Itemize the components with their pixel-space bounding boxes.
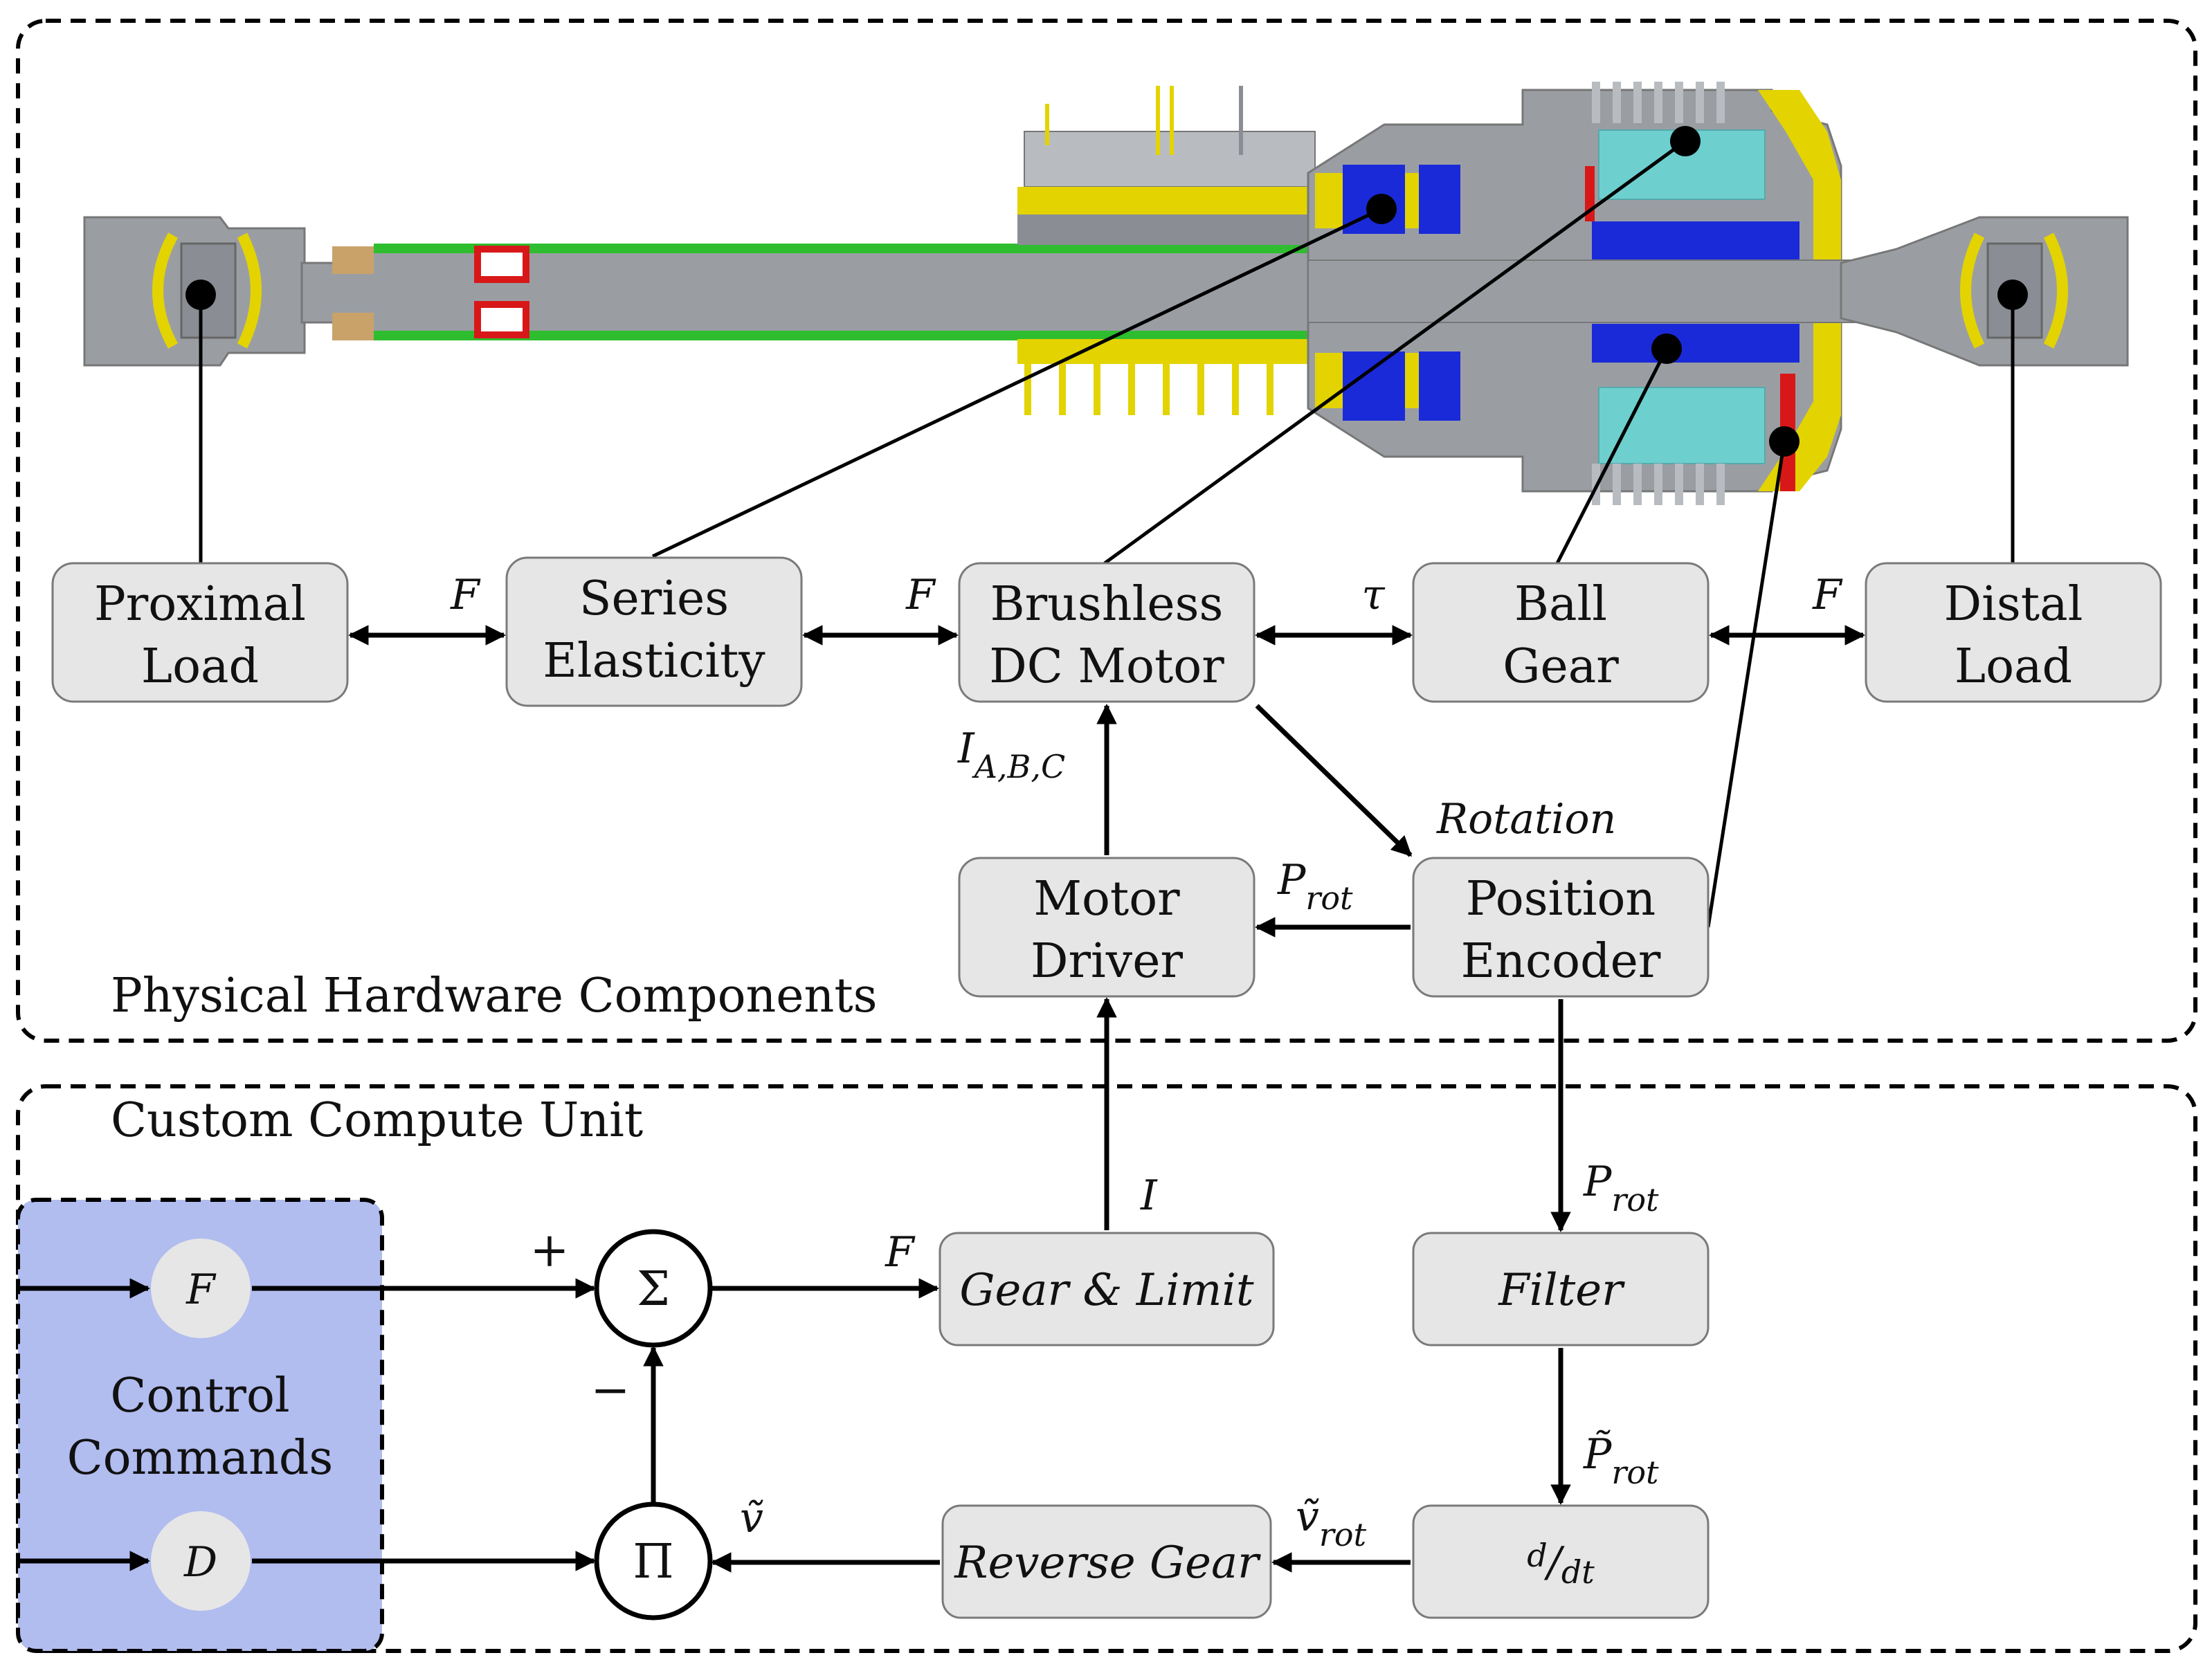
pointer-dot-icon (1651, 334, 1682, 364)
pointer-dot-icon (1670, 126, 1701, 156)
bldc-motor-node: Brushless DC Motor (958, 562, 1255, 703)
edge-label-v-tilde-rot: ṽrot (1296, 1492, 1367, 1553)
svg-text:Σ: Σ (637, 1262, 670, 1317)
pointer-lines (185, 126, 2028, 928)
hardware-group-title: Physical Hardware Components (111, 969, 878, 1023)
command-f-node: F (151, 1239, 251, 1338)
svg-text:Load: Load (1955, 639, 2072, 694)
position-encoder-node: Position Encoder (1412, 857, 1710, 998)
pointer-dot-icon (1997, 280, 2028, 310)
svg-text:Brushless: Brushless (990, 577, 1224, 632)
svg-text:D: D (183, 1538, 217, 1587)
distal-load-node: Distal Load (1865, 562, 2162, 703)
svg-text:Position: Position (1466, 872, 1656, 926)
edge-label-p-rot-2: Prot (1583, 1158, 1659, 1218)
sum-operator: Σ (594, 1229, 713, 1348)
pointer-dot-icon (1366, 194, 1397, 224)
svg-text:Elasticity: Elasticity (543, 634, 765, 688)
control-commands-panel (16, 1198, 384, 1653)
proximal-load-node: Proximal Load (51, 562, 349, 703)
edge-label-tau: τ (1361, 571, 1385, 619)
edge-label-v-tilde: ṽ (740, 1494, 763, 1542)
edge-label-current-abc: IA,B,C (957, 724, 1065, 785)
edge-label-current: I (1140, 1171, 1158, 1220)
edge-label-f3: F (1812, 571, 1843, 619)
svg-text:Reverse Gear: Reverse Gear (954, 1537, 1261, 1589)
pointer-dot-icon (185, 280, 216, 310)
svg-text:Π: Π (633, 1535, 673, 1589)
sum-minus-sign: − (591, 1363, 631, 1418)
svg-text:Gear: Gear (1503, 639, 1619, 694)
series-elasticity-node: Series Elasticity (505, 556, 803, 707)
edge-label-rotation: Rotation (1436, 795, 1616, 843)
svg-text:Ball: Ball (1514, 577, 1607, 632)
ddt-node: d/dt (1412, 1504, 1710, 1619)
svg-text:F: F (185, 1266, 217, 1314)
product-operator: Π (594, 1501, 713, 1620)
svg-text:Proximal: Proximal (94, 577, 306, 632)
edge-label-p-rot: Prot (1277, 856, 1353, 917)
hardware-group-frame (16, 19, 2197, 1043)
svg-text:DC Motor: DC Motor (989, 639, 1224, 694)
filter-node: Filter (1412, 1232, 1710, 1346)
actuator-cross-section-illustration (83, 82, 2129, 505)
compute-group-title: Custom Compute Unit (111, 1093, 643, 1148)
command-d-node: D (151, 1511, 251, 1611)
reverse-gear-node: Reverse Gear (941, 1504, 1272, 1619)
control-commands-label: Control (110, 1369, 289, 1423)
svg-text:Series: Series (579, 572, 729, 626)
edges (18, 625, 1865, 1573)
control-commands-label: Commands (67, 1431, 334, 1486)
svg-text:Filter: Filter (1498, 1265, 1625, 1316)
motor-driver-node: Motor Driver (958, 857, 1255, 998)
pointer-dot-icon (1769, 426, 1799, 457)
sum-plus-sign: + (530, 1223, 570, 1278)
edge-label-f1: F (450, 571, 481, 619)
svg-text:Encoder: Encoder (1461, 934, 1661, 989)
svg-text:Motor: Motor (1033, 872, 1180, 926)
edge-label-f2: F (905, 571, 936, 619)
svg-text:Distal: Distal (1944, 577, 2083, 632)
edge-label-f-sum: F (885, 1228, 916, 1277)
svg-text:Load: Load (141, 639, 259, 694)
svg-text:d/dt: d/dt (1527, 1537, 1595, 1591)
edge-label-p-tilde-rot: P̃rot (1583, 1430, 1659, 1491)
svg-text:Gear & Limit: Gear & Limit (959, 1265, 1254, 1316)
ball-gear-node: Ball Gear (1412, 562, 1710, 703)
svg-text:Driver: Driver (1031, 934, 1183, 989)
gear-limit-node: Gear & Limit (939, 1232, 1275, 1346)
